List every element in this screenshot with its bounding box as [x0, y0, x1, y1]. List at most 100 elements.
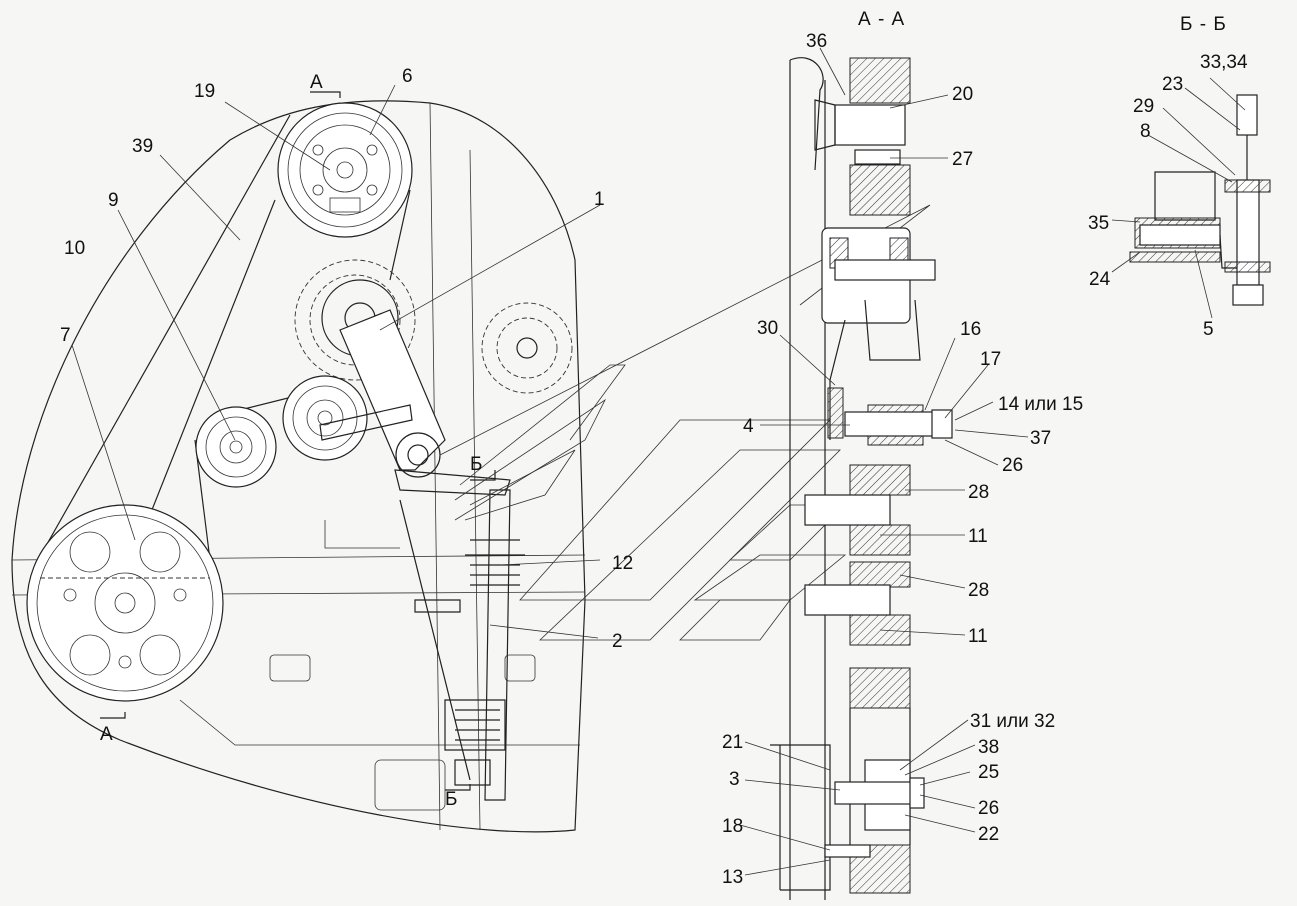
bolt-18 — [824, 844, 871, 858]
frame-line — [324, 520, 400, 549]
pulley-section — [849, 164, 911, 216]
link-arm — [394, 469, 511, 496]
plate — [1224, 179, 1271, 193]
callout-10: 10 — [64, 238, 85, 259]
callout-28b: 28 — [968, 580, 989, 601]
idler-right — [481, 302, 573, 394]
callout-12: 12 — [612, 553, 633, 574]
pulley-section — [849, 667, 911, 709]
pulley-6 — [277, 102, 413, 238]
callout-11a: 11 — [968, 526, 988, 547]
tensioner-rod — [399, 489, 525, 801]
pulley-section — [849, 561, 911, 588]
callout-30: 30 — [757, 318, 778, 339]
callout-33-34: 33,34 — [1200, 52, 1248, 73]
pivot — [407, 444, 429, 466]
pulley-10 — [195, 406, 277, 488]
callout-19: 19 — [194, 81, 215, 102]
pulley-section — [849, 524, 911, 556]
callout-7: 7 — [60, 325, 71, 346]
belt — [37, 114, 291, 561]
flange — [814, 99, 836, 151]
belt — [139, 199, 276, 541]
labels: А - А Б - Б А А Б Б 1 2 3 4 5 6 7 8 9 10… — [60, 9, 1248, 888]
callout-25: 25 — [978, 762, 999, 783]
callout-6: 6 — [402, 66, 413, 87]
tensioner-shaft — [844, 411, 941, 437]
pulley-section — [849, 57, 911, 104]
callout-17: 17 — [980, 349, 1001, 370]
callout-8: 8 — [1140, 121, 1151, 142]
slot — [374, 759, 446, 811]
frame-line — [429, 102, 441, 831]
callout-28a: 28 — [968, 482, 989, 503]
callout-22: 22 — [978, 824, 999, 845]
callout-5: 5 — [1203, 319, 1214, 340]
callout-20: 20 — [952, 84, 973, 105]
cut-mark-a — [100, 712, 126, 719]
plate — [1224, 261, 1271, 273]
hub — [834, 104, 906, 146]
bracket — [1154, 171, 1216, 221]
callout-23: 23 — [1162, 74, 1183, 95]
hub — [804, 584, 891, 616]
cut-label-a-top: А — [310, 72, 324, 93]
nut — [1232, 284, 1264, 306]
cut-mark-b — [445, 784, 471, 791]
nut — [909, 777, 925, 809]
lever-1 — [339, 309, 446, 471]
callout-27: 27 — [952, 149, 973, 170]
shaft — [834, 259, 936, 281]
callout-38: 38 — [978, 737, 999, 758]
section-title-bb: Б - Б — [1180, 14, 1227, 35]
link — [1219, 234, 1237, 269]
callout-31-or-32: 31 или 32 — [970, 711, 1055, 732]
plate — [1129, 251, 1221, 263]
callout-18: 18 — [722, 816, 743, 837]
bolt — [854, 149, 901, 165]
callout-4: 4 — [743, 416, 754, 437]
slot — [269, 654, 311, 682]
link-arm — [319, 404, 413, 441]
axle — [834, 781, 916, 805]
callout-11b: 11 — [968, 626, 988, 647]
callout-16: 16 — [960, 319, 981, 340]
bracket — [864, 299, 921, 361]
belt — [389, 189, 411, 281]
callout-26a: 26 — [1002, 455, 1023, 476]
callout-13: 13 — [722, 867, 743, 888]
main-view — [11, 91, 586, 833]
frame-line — [469, 149, 481, 831]
callout-2: 2 — [612, 631, 623, 652]
callout-1: 1 — [594, 189, 605, 210]
shaft-frame — [789, 57, 824, 171]
nut — [931, 409, 953, 439]
cut-label-b-bottom: Б — [445, 789, 458, 810]
callout-14-or-15: 14 или 15 — [998, 394, 1083, 415]
slot — [504, 654, 536, 682]
hub — [804, 494, 891, 526]
bracket-21 — [770, 744, 831, 891]
pulley-7 — [26, 504, 224, 702]
callout-39: 39 — [132, 136, 153, 157]
callout-26b: 26 — [978, 798, 999, 819]
cut-label-b-top: Б — [470, 454, 483, 475]
cut-label-a-bottom: А — [100, 724, 114, 745]
pin-5 — [1139, 224, 1221, 246]
callout-35: 35 — [1088, 213, 1109, 234]
leader-lines — [71, 47, 1246, 876]
housing-outline — [11, 100, 586, 833]
section-title-aa: А - А — [858, 9, 905, 30]
cut-mark-a — [310, 91, 341, 98]
callout-9: 9 — [108, 190, 119, 211]
callout-21: 21 — [722, 732, 743, 753]
rod-end — [1236, 94, 1258, 136]
callout-3: 3 — [729, 769, 740, 790]
frame-line — [179, 699, 580, 746]
callout-37: 37 — [1030, 428, 1051, 449]
callout-36: 36 — [806, 31, 827, 52]
pulley-section — [849, 464, 911, 496]
callout-24: 24 — [1089, 269, 1111, 290]
